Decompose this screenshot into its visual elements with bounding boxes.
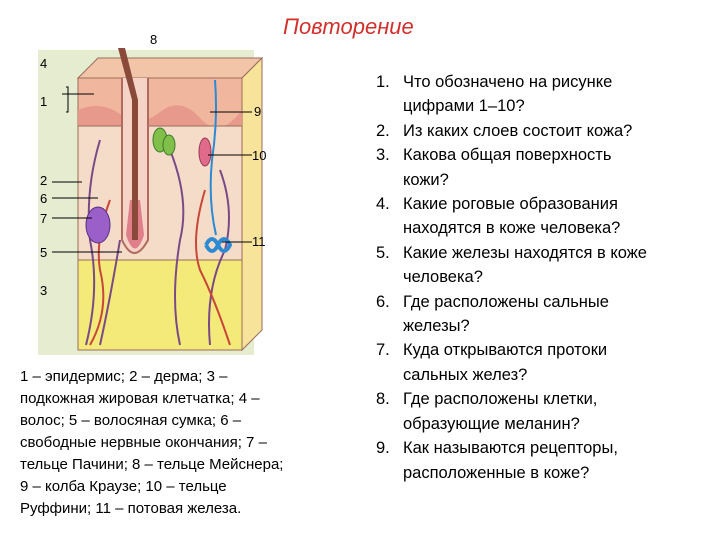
question-number: 6. xyxy=(376,292,390,311)
question-text: сальных желез? xyxy=(403,365,528,384)
label-1: 1 xyxy=(40,94,48,109)
question-list: 1. Что обозначено на рисунке цифрами 1–10?… xyxy=(376,70,716,485)
legend-line: 1 – эпидермис; 2 – дерма; 3 – xyxy=(20,368,228,385)
question-text: расположенные в коже? xyxy=(403,463,590,482)
question-item: 1. Что обозначено на рисунке цифрами 1–10? xyxy=(376,70,716,119)
krause-bulb xyxy=(162,134,176,156)
question-item: 7. Куда открываются протоки сальных желез? xyxy=(376,338,716,387)
question-text: Что обозначено на рисунке xyxy=(403,73,613,91)
label-9: 9 xyxy=(254,104,262,119)
label-8: 8 xyxy=(150,32,158,47)
question-text: Куда открываются протоки xyxy=(403,341,608,360)
question-text: Где расположены клетки, xyxy=(403,390,598,409)
label-6: 6 xyxy=(40,191,48,206)
question-number: 1. xyxy=(376,73,390,91)
legend-line: волос; 5 – волосяная сумка; 6 – xyxy=(20,412,242,429)
question-number: 9. xyxy=(376,439,390,458)
ruffini-corpuscle xyxy=(198,137,212,167)
question-item: 2. Из каких слоев состоит кожа? xyxy=(376,119,716,143)
question-item: 6. Где расположены сальные железы? xyxy=(376,290,716,339)
label-10: 10 xyxy=(252,148,267,163)
nerve-fibers xyxy=(85,139,230,346)
epidermis-top-face xyxy=(76,57,264,79)
question-text: человека? xyxy=(403,268,483,287)
question-item: 5. Какие железы находятся в коже человека? xyxy=(376,241,716,290)
question-item: 3. Какова общая поверхность кожи? xyxy=(376,143,716,192)
slide-title: Повторение xyxy=(283,14,414,39)
hair-shaft xyxy=(118,48,138,240)
sweat-gland-coil xyxy=(204,237,233,253)
question-text: цифрами 1–10? xyxy=(403,97,525,116)
bracket-epidermis xyxy=(66,86,69,113)
question-text: Какова общая поверхность xyxy=(403,146,612,165)
label-3: 3 xyxy=(40,283,48,298)
legend-line: Руффини; 11 – потовая железа. xyxy=(20,500,242,517)
question-number: 7. xyxy=(376,341,390,360)
label-5: 5 xyxy=(40,245,48,260)
question-number: 3. xyxy=(376,146,390,165)
legend-line: свободные нервные окончания; 7 – xyxy=(20,434,267,451)
skin-cross-section-illustration xyxy=(38,48,264,355)
question-text: железы? xyxy=(403,317,470,336)
legend-line: 9 – колба Краузе; 10 – тельце xyxy=(20,478,227,495)
question-text: находятся в коже человека? xyxy=(403,219,621,238)
block-side-face xyxy=(241,56,263,352)
question-text: Какие роговые образования xyxy=(403,195,618,214)
label-7: 7 xyxy=(40,211,48,226)
question-text: Как называются рецепторы, xyxy=(403,439,618,458)
legend-line: подкожная жировая клетчатка; 4 – xyxy=(20,390,260,407)
question-text: кожи? xyxy=(403,170,449,189)
question-item: 9. Как называются рецепторы, расположенные… xyxy=(376,436,716,485)
basal-layer xyxy=(78,105,242,128)
question-number: 8. xyxy=(376,390,390,409)
label-11: 11 xyxy=(252,234,266,249)
skin-diagram: 8 4 1 9 10 2 6 7 5 11 3 xyxy=(30,32,360,360)
question-item: 4. Какие роговые образования находятся в к… xyxy=(376,192,716,241)
question-text: Какие железы находятся в коже xyxy=(403,243,647,262)
label-2: 2 xyxy=(40,173,48,188)
legend-line: тельце Пачини; 8 – тельце Мейснера; xyxy=(20,456,284,473)
question-number: 4. xyxy=(376,195,390,214)
figure-legend: 1 – эпидермис; 2 – дерма; 3 – подкожная … xyxy=(20,366,350,520)
question-text: образующие меланин? xyxy=(403,414,580,433)
question-item: 8. Где расположены клетки, образующие мела… xyxy=(376,387,716,436)
sweat-duct xyxy=(209,79,217,236)
pacini-corpuscle xyxy=(85,206,111,244)
question-number: 5. xyxy=(376,243,390,262)
question-text: Где расположены сальные xyxy=(403,292,609,311)
label-4: 4 xyxy=(40,56,48,71)
question-text: Из каких слоев состоит кожа? xyxy=(403,121,633,140)
question-number: 2. xyxy=(376,121,390,140)
